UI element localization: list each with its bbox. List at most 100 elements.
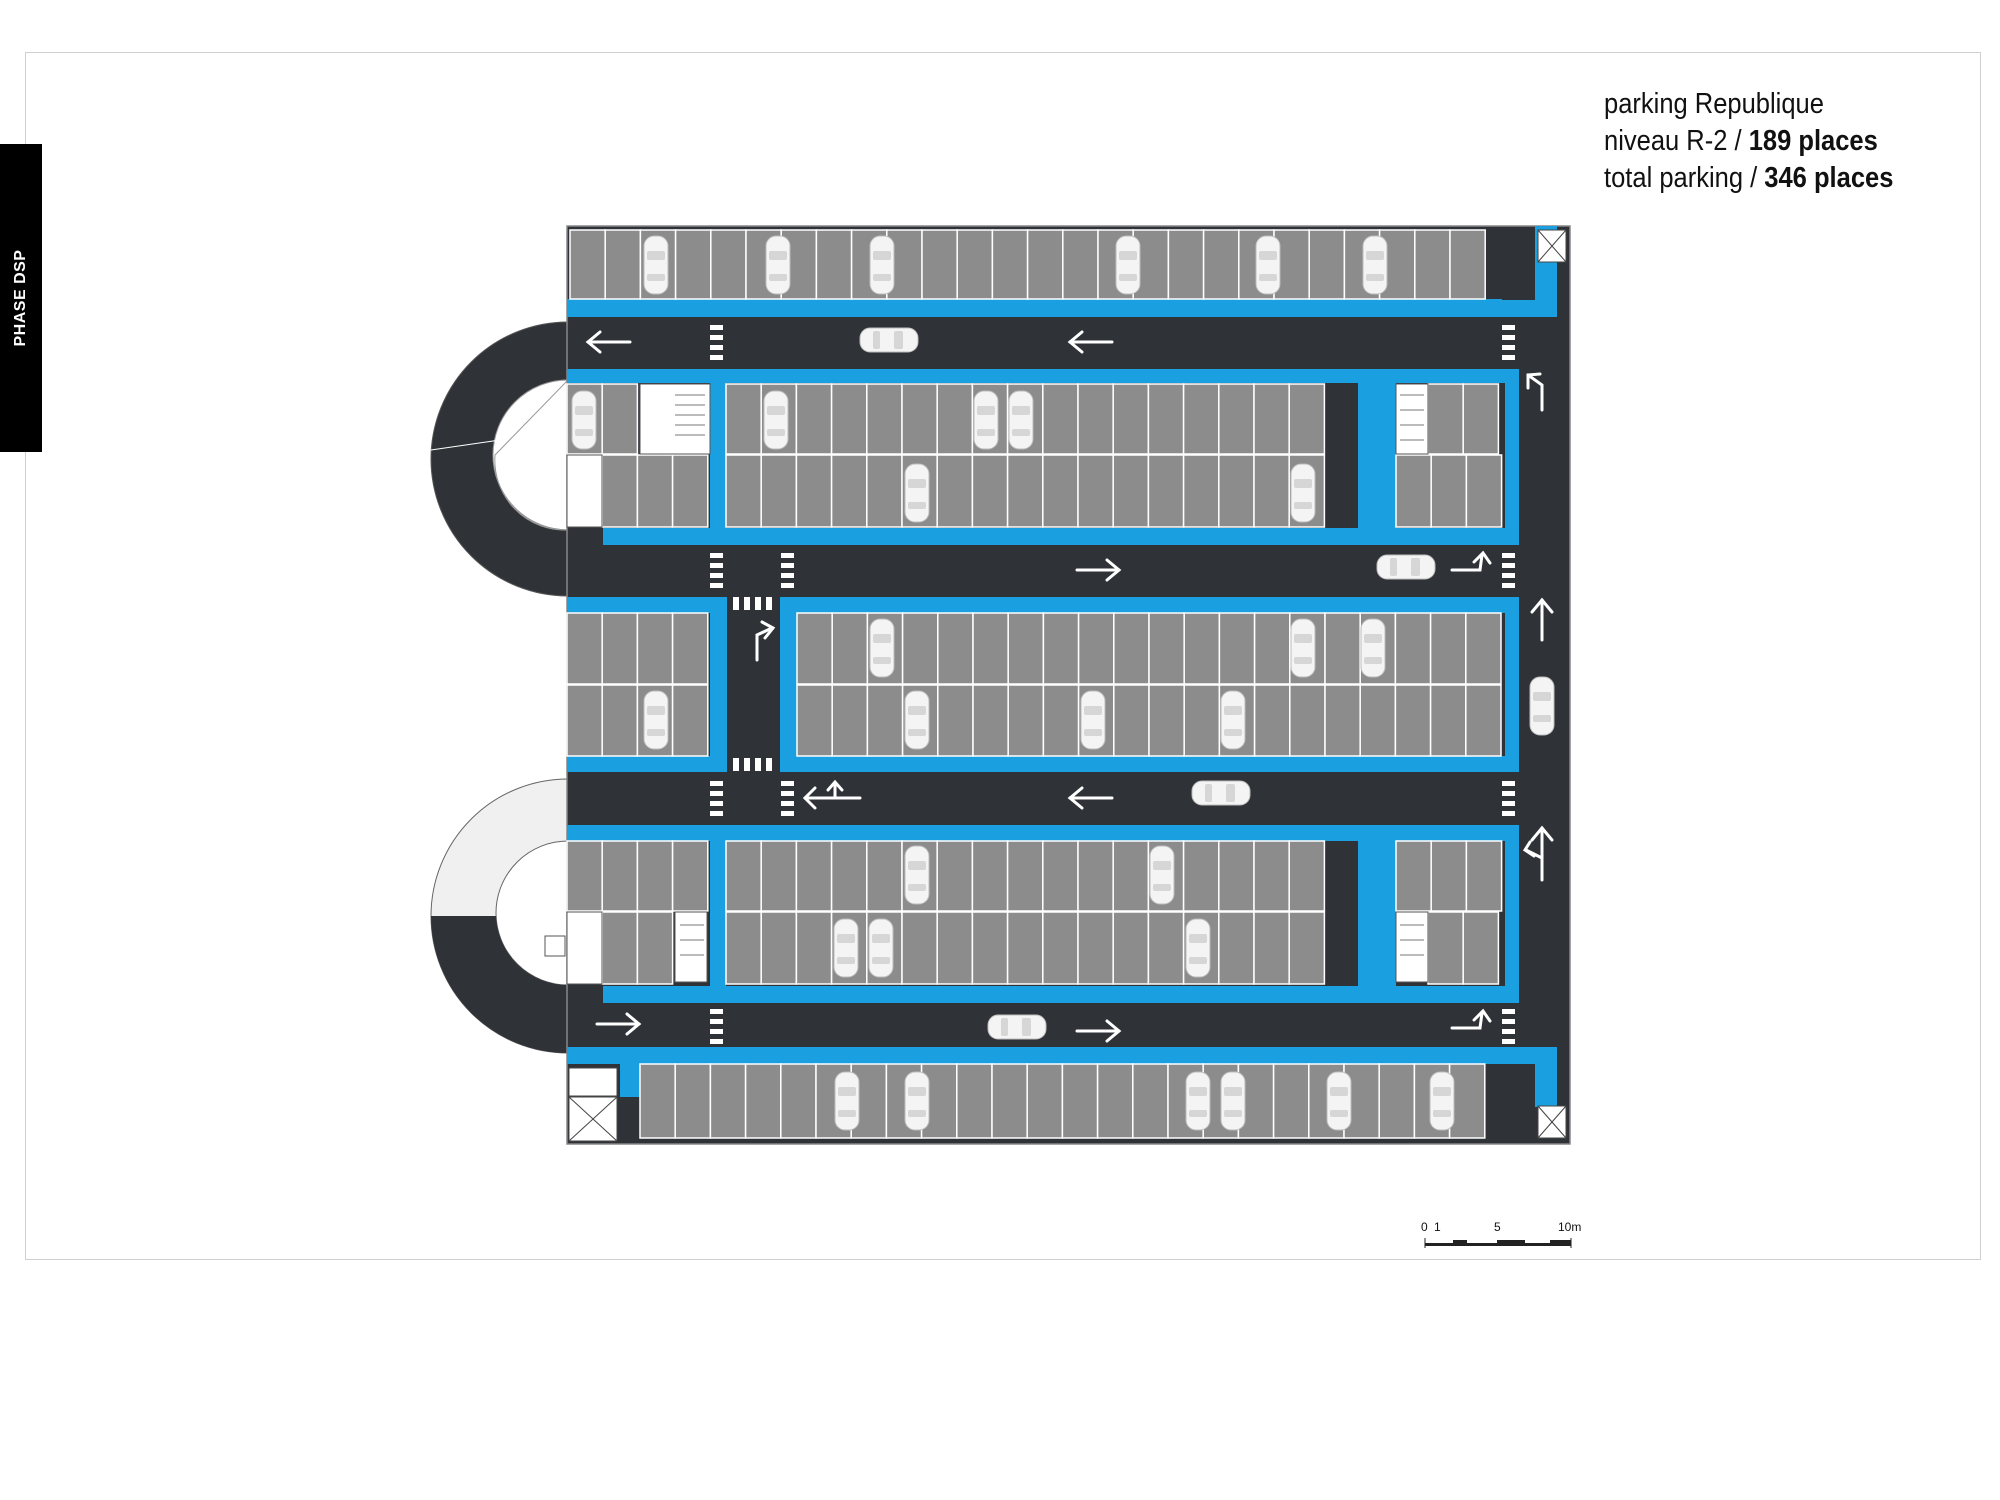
parking-stall <box>866 840 903 912</box>
car-icon <box>859 327 919 353</box>
parking-stall <box>1394 684 1432 757</box>
parking-stall <box>1449 229 1486 300</box>
parking-stall <box>795 383 833 455</box>
car-icon <box>1255 235 1281 295</box>
parking-stall <box>830 454 868 528</box>
parking-stall <box>796 684 833 757</box>
arrow-right-icon <box>1075 1019 1122 1043</box>
parking-stall <box>1359 684 1397 757</box>
crosswalk-stripe <box>710 573 723 578</box>
parking-stall <box>636 454 674 528</box>
parking-stall <box>1253 911 1290 985</box>
parking-stall <box>780 1063 817 1139</box>
parking-stall <box>1026 1063 1064 1139</box>
crosswalk-stripe <box>1502 563 1515 568</box>
arrow-left-icon <box>1067 330 1114 354</box>
parking-stall <box>866 454 903 528</box>
arrow-right-icon <box>595 1012 642 1036</box>
parking-stall <box>1026 229 1064 300</box>
parking-stall <box>1378 1063 1416 1139</box>
arrow-left-icon <box>1067 786 1114 810</box>
parking-stall <box>604 229 642 300</box>
parking-stall <box>1006 454 1044 528</box>
parking-stall <box>1061 1063 1099 1139</box>
parking-stall <box>1147 454 1185 528</box>
car-icon <box>1326 1071 1352 1131</box>
parking-stall <box>1218 454 1255 528</box>
car-icon <box>643 690 669 750</box>
parking-stall <box>936 454 974 528</box>
parking-stall <box>760 911 798 985</box>
drawing-sheet-frame <box>25 52 1981 1260</box>
parking-stall <box>1462 383 1500 455</box>
parking-stall <box>937 612 974 685</box>
parking-stall <box>1465 612 1502 685</box>
parking-stall <box>1253 612 1291 685</box>
crosswalk-icon <box>710 325 1515 1044</box>
parking-stall <box>1395 840 1432 912</box>
parking-stall <box>1430 454 1468 528</box>
parking-stall <box>1182 383 1220 455</box>
parking-stall <box>1007 684 1045 757</box>
parking-stall <box>601 383 639 455</box>
car-icon <box>1008 390 1034 450</box>
parking-stall <box>1148 612 1185 685</box>
parking-stall <box>1253 684 1291 757</box>
parking-stall <box>601 454 639 528</box>
crosswalk-stripe <box>710 1019 723 1024</box>
parking-stall <box>937 684 974 757</box>
crosswalk-stripe <box>1502 801 1515 806</box>
parking-stall <box>1183 612 1221 685</box>
crosswalk-stripe <box>1502 335 1515 340</box>
parking-stall <box>971 840 1009 912</box>
stair-core-nw <box>639 383 711 455</box>
parking-stall <box>1182 454 1220 528</box>
parking-stall <box>1429 612 1467 685</box>
car-icon <box>868 918 894 978</box>
crosswalk-stripe <box>733 758 739 771</box>
shaft-icons <box>568 229 1567 1142</box>
parking-stall <box>1462 911 1500 985</box>
car-icon <box>1185 918 1211 978</box>
parking-stall <box>1096 1063 1134 1139</box>
parking-stall <box>601 612 639 685</box>
parking-stall <box>1183 684 1221 757</box>
parking-stall <box>636 612 674 685</box>
crosswalk-stripe <box>710 791 723 796</box>
parking-stall <box>1113 684 1150 757</box>
crosswalk-stripe <box>1502 355 1515 360</box>
crosswalk-stripe <box>710 325 723 330</box>
stair-icon <box>675 394 1424 956</box>
car-icon <box>1080 690 1106 750</box>
parking-stall <box>1218 383 1255 455</box>
parking-stall <box>815 229 853 300</box>
parking-stall <box>1288 911 1326 985</box>
parking-stall <box>1308 229 1346 300</box>
parking-stall <box>901 383 938 455</box>
car-icon <box>1220 690 1246 750</box>
parking-stall <box>569 229 606 300</box>
crosswalk-stripe <box>781 791 794 796</box>
crosswalk-stripe <box>781 573 794 578</box>
parking-stall <box>725 383 762 455</box>
parking-stall <box>971 454 1009 528</box>
parking-stall <box>1042 684 1080 757</box>
scale-label-5: 5 <box>1494 1220 1501 1234</box>
car-icon <box>1290 618 1316 678</box>
parking-stall <box>1112 840 1150 912</box>
crosswalk-stripe <box>710 1029 723 1034</box>
parking-stall <box>1324 684 1361 757</box>
car-icon <box>1376 554 1436 580</box>
stair-core-sw <box>674 911 708 983</box>
parking-stall <box>956 229 994 300</box>
parking-stall <box>830 840 868 912</box>
parking-stall <box>1148 684 1185 757</box>
parking-stall <box>1448 1063 1486 1139</box>
ramp-upper-light <box>492 379 570 531</box>
crosswalk-stripe <box>1502 1039 1515 1044</box>
parking-stall <box>1272 1063 1310 1139</box>
car-icon <box>1220 1071 1246 1131</box>
parking-stall <box>1253 383 1290 455</box>
parking-stall <box>1112 383 1150 455</box>
